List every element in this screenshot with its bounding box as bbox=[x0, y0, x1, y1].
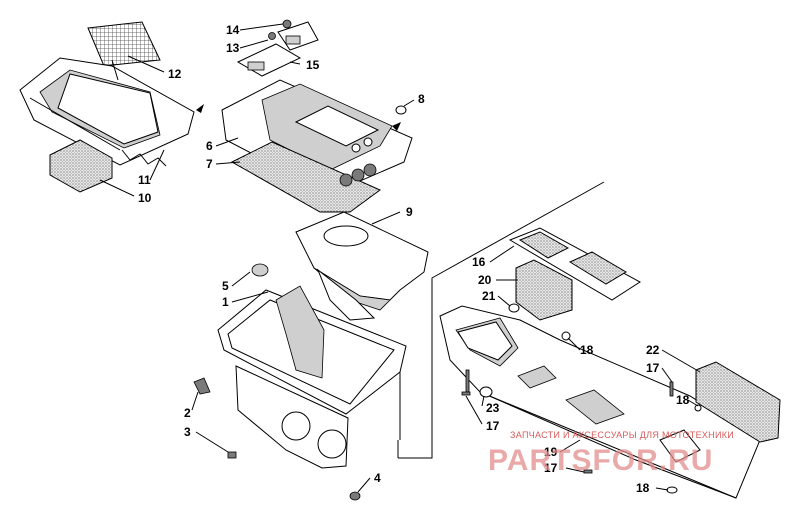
airbox-part-1 bbox=[217, 285, 407, 469]
callout-9: 9 bbox=[406, 205, 413, 219]
callout-13: 13 bbox=[226, 41, 240, 55]
callout-10: 10 bbox=[138, 191, 152, 205]
callout-4: 4 bbox=[374, 471, 381, 485]
callout-7: 7 bbox=[206, 157, 213, 171]
foam-part-10 bbox=[49, 139, 113, 193]
nut-part-18c bbox=[666, 486, 678, 494]
cap-part-5 bbox=[251, 263, 269, 277]
callout-18: 18 bbox=[636, 481, 650, 495]
callout-14: 14 bbox=[226, 23, 240, 37]
callout-8: 8 bbox=[418, 92, 425, 106]
foam-part-20 bbox=[515, 259, 573, 321]
callout-numbers: 14 13 15 12 8 6 7 11 10 9 5 1 2 3 4 16 2… bbox=[138, 23, 690, 495]
watermark-tagline: ЗАПЧАСТИ И АКСЕССУАРЫ ДЛЯ МОТОТЕХНИКИ bbox=[510, 430, 734, 440]
nut-part-18b bbox=[694, 404, 702, 412]
callout-16: 16 bbox=[472, 255, 486, 269]
screw-part-17a bbox=[669, 381, 674, 397]
gasket-part-7 bbox=[230, 141, 381, 213]
callout-20: 20 bbox=[478, 273, 492, 287]
callout-17: 17 bbox=[544, 461, 558, 475]
callout-23: 23 bbox=[486, 401, 500, 415]
callout-17: 17 bbox=[646, 361, 660, 375]
plug-part-8 bbox=[395, 105, 407, 115]
callout-6: 6 bbox=[206, 139, 213, 153]
watermark: ЗАПЧАСТИ И АКСЕССУАРЫ ДЛЯ МОТОТЕХНИКИ PA… bbox=[488, 430, 734, 477]
leader-lines bbox=[99, 23, 701, 493]
callout-1: 1 bbox=[222, 295, 229, 309]
callout-15: 15 bbox=[306, 58, 320, 72]
screw-part-14 bbox=[282, 19, 292, 29]
callout-19: 19 bbox=[544, 445, 558, 459]
foam-part-22 bbox=[695, 361, 781, 443]
callout-5: 5 bbox=[222, 279, 229, 293]
callout-21: 21 bbox=[482, 289, 496, 303]
screw-part-23 bbox=[465, 369, 493, 398]
callout-12: 12 bbox=[168, 67, 182, 81]
clip-part-2 bbox=[193, 377, 211, 395]
screw-part-17b bbox=[461, 391, 471, 396]
callout-18: 18 bbox=[676, 393, 690, 407]
callout-2: 2 bbox=[184, 406, 191, 420]
tray-part-6 bbox=[221, 79, 413, 195]
bracket-part-15 bbox=[236, 21, 319, 77]
callout-3: 3 bbox=[184, 425, 191, 439]
grommet-part-4 bbox=[349, 491, 361, 501]
grille-part-12 bbox=[87, 21, 161, 67]
clip-part-3 bbox=[227, 451, 237, 459]
cover-part-11 bbox=[19, 57, 195, 167]
airbox-lid-part-9 bbox=[295, 211, 429, 321]
console-part-19 bbox=[439, 305, 761, 499]
callout-22: 22 bbox=[646, 343, 660, 357]
grommet-part-21 bbox=[508, 303, 520, 313]
watermark-site-name: PARTSFOR.RU bbox=[488, 444, 713, 477]
gasket-part-16 bbox=[508, 227, 641, 301]
callout-11: 11 bbox=[138, 173, 151, 187]
nut-part-13 bbox=[268, 32, 276, 40]
callout-18: 18 bbox=[580, 343, 594, 357]
callout-17: 17 bbox=[486, 419, 500, 433]
